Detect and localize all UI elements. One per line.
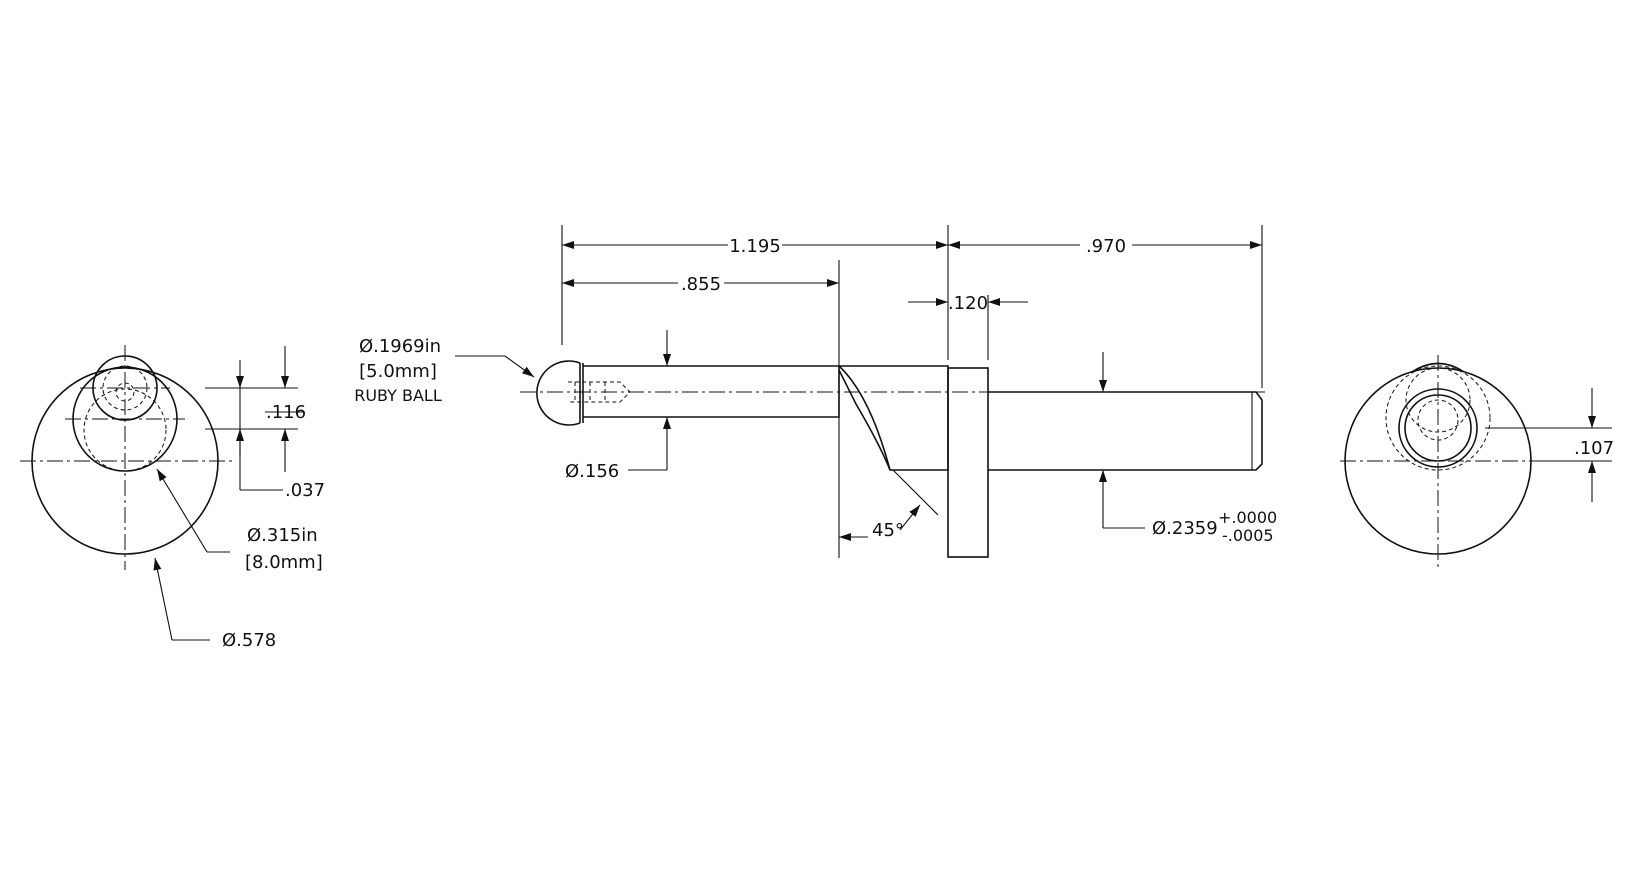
chamfer	[838, 365, 949, 471]
dim-ball-diameter: Ø.1969in	[359, 336, 441, 357]
dim-shank-diameter: Ø.156	[565, 461, 619, 482]
left-outer-circle	[31, 367, 219, 555]
right-end-view: .107	[1340, 355, 1614, 568]
ruby-ball	[536, 360, 581, 426]
ball-label: RUBY BALL	[354, 386, 442, 405]
dim-chamfer-angle: 45°	[872, 520, 904, 541]
body	[988, 391, 1263, 471]
right-body-circle	[1398, 388, 1478, 468]
dim-left-offset-bottom: .037	[285, 480, 325, 501]
left-ball-circle	[92, 355, 158, 421]
dim-left-inner-diameter: Ø.315in	[247, 525, 318, 546]
flange	[947, 367, 989, 558]
dim-flange-width: .120	[948, 293, 988, 314]
dim-body-tol-plus: +.0000	[1218, 508, 1277, 527]
dim-shank-length: .855	[681, 274, 721, 295]
dim-overall-length: 1.195	[729, 236, 781, 257]
side-view: 1.195 .970 .855 .120 Ø.1969in [5.0mm] RU…	[354, 225, 1277, 558]
dim-body-length: .970	[1086, 236, 1126, 257]
left-end-view: .116 .037 Ø.315in [8.0mm] Ø.578	[20, 345, 325, 651]
dim-left-inner-diameter-mm: [8.0mm]	[245, 552, 323, 573]
dim-left-offset-top: .116	[266, 402, 306, 423]
dim-ball-diameter-mm: [5.0mm]	[359, 361, 437, 382]
dim-body-tol-minus: -.0005	[1222, 526, 1274, 545]
dim-left-outer-diameter: Ø.578	[222, 630, 276, 651]
dim-right-offset: .107	[1574, 438, 1614, 459]
dim-body-diameter: Ø.2359	[1152, 518, 1218, 539]
